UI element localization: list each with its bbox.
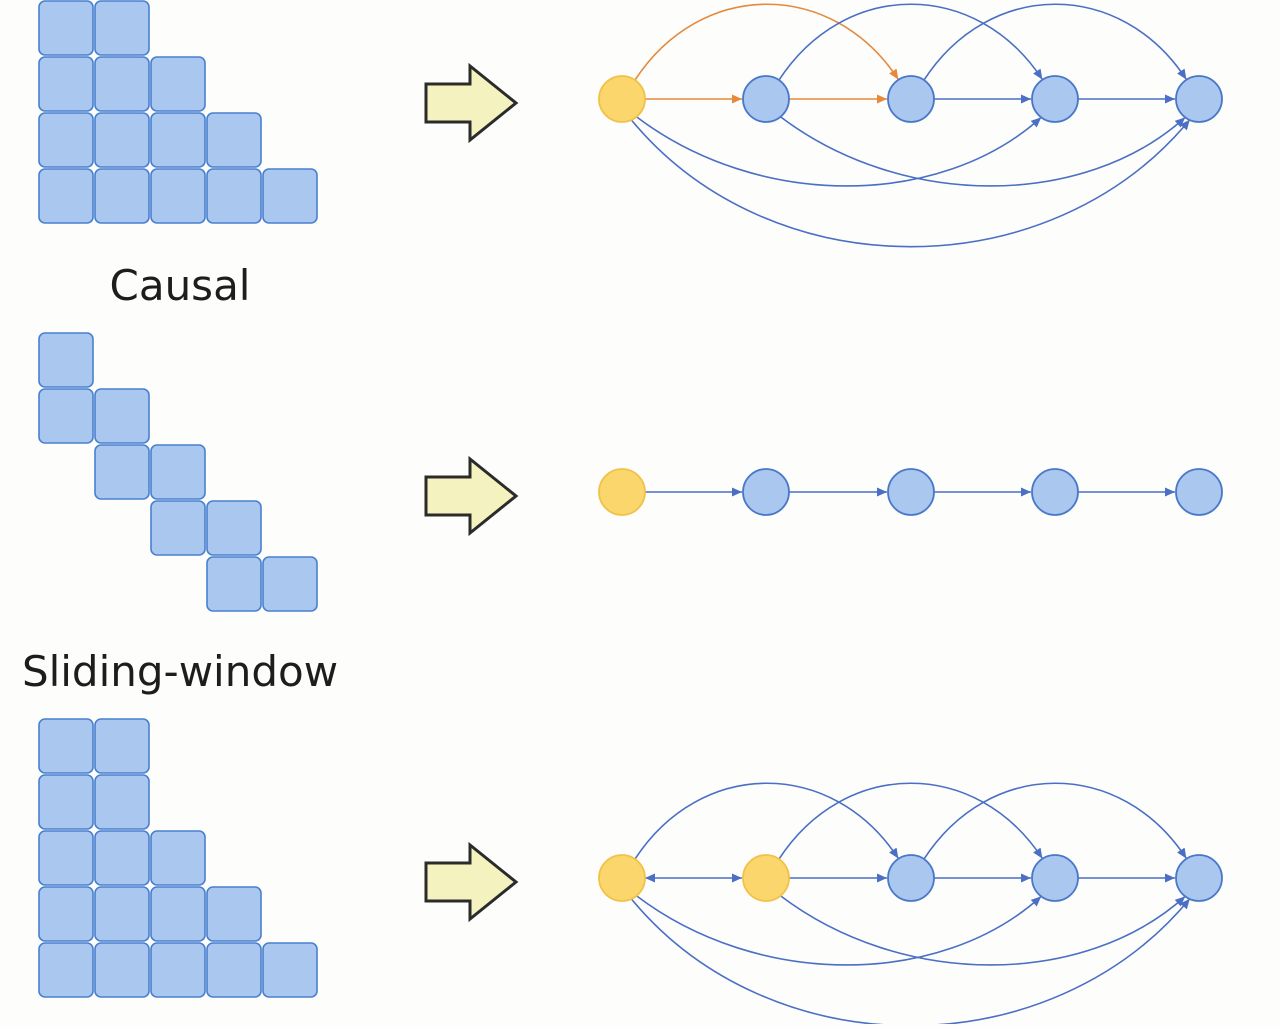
edge-layer bbox=[630, 782, 1191, 1027]
mask-cell bbox=[150, 56, 206, 112]
mask-cell bbox=[38, 56, 94, 112]
edge-1-to-3 bbox=[777, 3, 1044, 82]
edge-0-to-3 bbox=[635, 894, 1042, 966]
node-layer bbox=[598, 854, 1223, 902]
graph-node-1 bbox=[598, 75, 646, 123]
sliding-window-mask-grid bbox=[38, 332, 318, 612]
mask-cell bbox=[38, 388, 94, 444]
causal-graph bbox=[598, 3, 1223, 248]
mask-cell bbox=[38, 112, 94, 168]
causal-label: Causal bbox=[110, 261, 251, 310]
mask-cell bbox=[94, 56, 150, 112]
mask-cell bbox=[94, 168, 150, 224]
mask-cell bbox=[94, 444, 150, 500]
prefix-mask-grid bbox=[38, 718, 318, 998]
mask-cell bbox=[262, 168, 318, 224]
causal-mask-grid bbox=[38, 0, 318, 224]
mask-cell bbox=[262, 942, 318, 998]
graph-node-5 bbox=[1175, 854, 1223, 902]
mask-cell bbox=[94, 0, 150, 56]
transform-arrow-prefix bbox=[424, 841, 519, 923]
prefix-graph bbox=[598, 782, 1223, 1027]
node-layer bbox=[598, 468, 1223, 516]
graph-node-4 bbox=[1031, 854, 1079, 902]
mask-cell bbox=[38, 718, 94, 774]
mask-cell bbox=[94, 830, 150, 886]
graph-node-2 bbox=[742, 468, 790, 516]
mask-cell bbox=[262, 556, 318, 612]
edge-2-to-4 bbox=[922, 3, 1188, 82]
mask-cell bbox=[206, 112, 262, 168]
edge-0-to-4 bbox=[630, 119, 1191, 248]
mask-cell bbox=[38, 774, 94, 830]
mask-cell bbox=[206, 556, 262, 612]
graph-node-3 bbox=[887, 75, 935, 123]
mask-cell bbox=[150, 444, 206, 500]
sliding-window-label: Sliding-window bbox=[22, 647, 338, 696]
mask-cell bbox=[38, 0, 94, 56]
mask-cell bbox=[150, 168, 206, 224]
mask-cell bbox=[38, 886, 94, 942]
graph-node-5 bbox=[1175, 468, 1223, 516]
edge-0-to-3 bbox=[635, 115, 1042, 187]
edge-0-to-4 bbox=[630, 898, 1191, 1027]
edge-0-to-2 bbox=[633, 3, 900, 82]
right-arrow-icon bbox=[424, 455, 519, 537]
mask-cell bbox=[206, 500, 262, 556]
mask-cell bbox=[150, 942, 206, 998]
mask-cell bbox=[150, 500, 206, 556]
edge-1-to-4 bbox=[779, 115, 1186, 187]
graph-node-2 bbox=[742, 854, 790, 902]
transform-arrow-sliding-window bbox=[424, 455, 519, 537]
graph-node-4 bbox=[1031, 75, 1079, 123]
mask-cell bbox=[94, 774, 150, 830]
transform-arrow-causal bbox=[424, 62, 519, 144]
mask-cell bbox=[94, 942, 150, 998]
graph-node-1 bbox=[598, 468, 646, 516]
mask-cell bbox=[38, 942, 94, 998]
mask-cell bbox=[38, 332, 94, 388]
mask-cell bbox=[94, 388, 150, 444]
node-layer bbox=[598, 75, 1223, 123]
edge-1-to-4 bbox=[779, 894, 1186, 966]
graph-node-3 bbox=[887, 468, 935, 516]
mask-cell bbox=[206, 168, 262, 224]
graph-node-5 bbox=[1175, 75, 1223, 123]
edge-0-to-2 bbox=[633, 782, 900, 861]
right-arrow-icon bbox=[424, 841, 519, 923]
mask-cell bbox=[38, 168, 94, 224]
graph-node-3 bbox=[887, 854, 935, 902]
sliding-window-graph bbox=[598, 468, 1223, 516]
mask-cell bbox=[38, 830, 94, 886]
mask-cell bbox=[206, 942, 262, 998]
edge-1-to-3 bbox=[777, 782, 1044, 861]
edge-2-to-4 bbox=[922, 782, 1188, 861]
graph-node-4 bbox=[1031, 468, 1079, 516]
mask-cell bbox=[150, 830, 206, 886]
mask-cell bbox=[150, 112, 206, 168]
edge-layer bbox=[630, 3, 1191, 248]
right-arrow-icon bbox=[424, 62, 519, 144]
mask-cell bbox=[94, 112, 150, 168]
mask-cell bbox=[206, 886, 262, 942]
graph-node-2 bbox=[742, 75, 790, 123]
graph-node-1 bbox=[598, 854, 646, 902]
mask-cell bbox=[94, 886, 150, 942]
mask-cell bbox=[94, 718, 150, 774]
mask-cell bbox=[150, 886, 206, 942]
